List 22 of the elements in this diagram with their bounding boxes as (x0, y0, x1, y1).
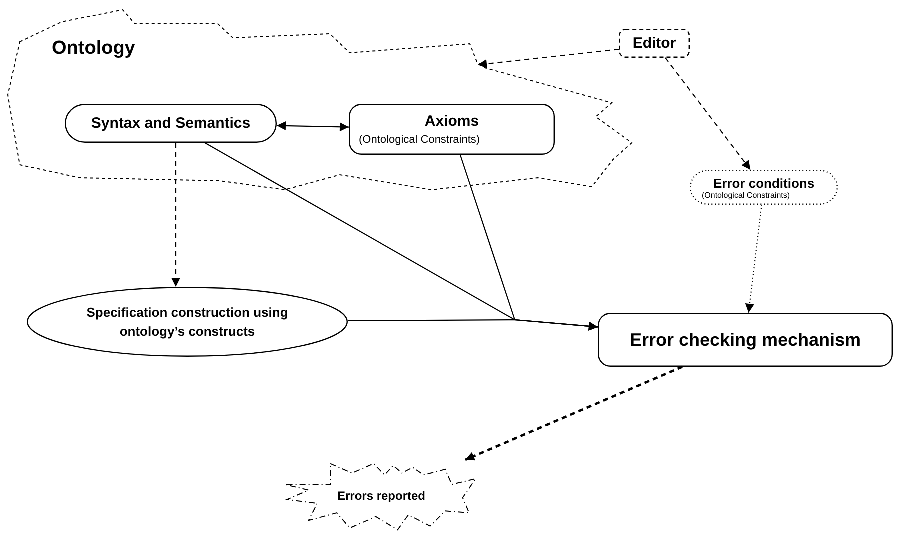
node-subtitle: (Ontological Constraints) (702, 190, 790, 200)
node-label: Axioms (424, 113, 480, 130)
node-label: Editor (632, 35, 676, 52)
process-box (349, 104, 555, 155)
arrow (745, 204, 762, 314)
process-ellipse (27, 287, 348, 357)
arrow (465, 366, 683, 462)
node-label: Syntax and Semantics (91, 115, 251, 132)
group-title: Ontology (52, 38, 136, 60)
arrow (665, 58, 752, 170)
process-box (598, 313, 893, 367)
arrow (172, 143, 180, 287)
arrow (478, 48, 620, 68)
process-box (65, 104, 277, 143)
node-subtitle: (Ontological Constraints) (359, 134, 480, 146)
node-label: Error conditions (713, 176, 815, 190)
arrow (348, 319, 598, 331)
node-label: Error checking mechanism (630, 330, 862, 350)
editor-box (619, 29, 690, 58)
node-label: Errors reported (337, 489, 426, 503)
arrow (276, 122, 350, 132)
node-label: Specification construction using ontology’s constructs (86, 304, 290, 341)
